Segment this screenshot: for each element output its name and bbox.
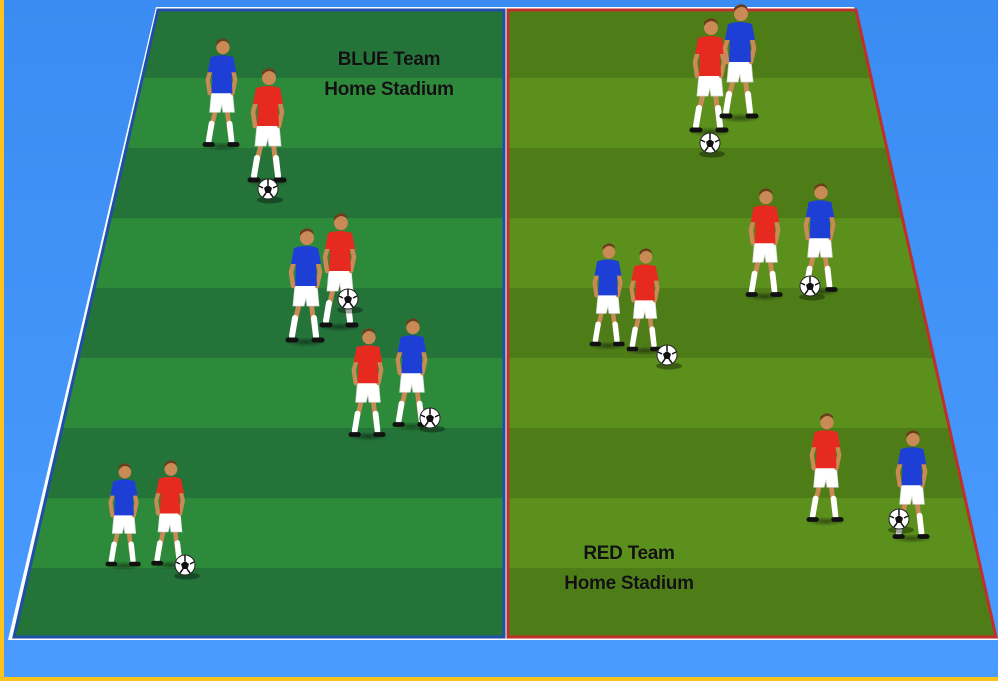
red-label-line1: RED Team <box>540 539 718 569</box>
blue-label-line1: BLUE Team <box>300 45 478 75</box>
blue-team-home-label: BLUE Team Home Stadium <box>300 45 478 105</box>
blue-label-line2: Home Stadium <box>300 75 478 105</box>
red-team-home-label: RED Team Home Stadium <box>540 539 718 599</box>
red-label-line2: Home Stadium <box>540 569 718 599</box>
